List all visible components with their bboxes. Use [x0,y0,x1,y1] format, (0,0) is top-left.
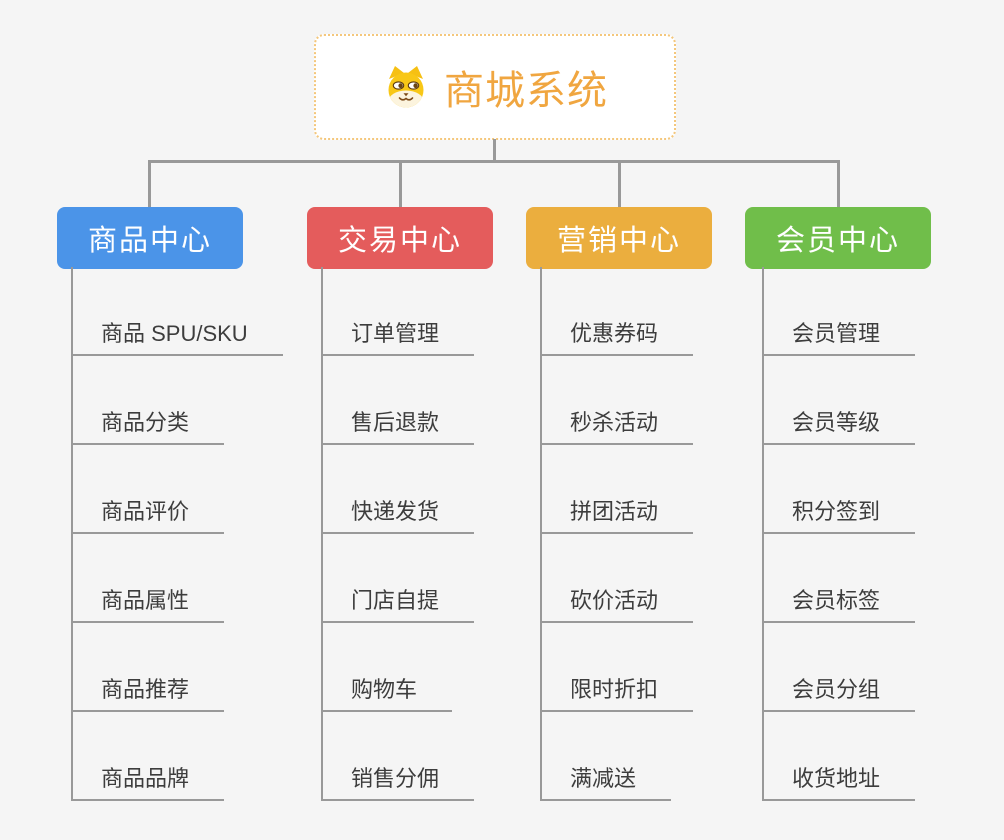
connector-root-stub [493,139,496,162]
connector-stub-4 [837,160,840,208]
leaf-node[interactable]: 商品推荐 [71,677,225,712]
leaf-node[interactable]: 满减送 [540,766,672,801]
leaf-node[interactable]: 商品分类 [71,410,225,445]
leaf-node[interactable]: 商品评价 [71,499,225,534]
branch-node-trade[interactable]: 交易中心 [307,207,493,269]
root-node[interactable]: 商城系统 [314,34,676,140]
leaf-node[interactable]: 快递发货 [321,499,475,534]
leaf-node[interactable]: 销售分佣 [321,766,475,801]
leaf-node[interactable]: 积分签到 [762,499,916,534]
leaf-node[interactable]: 商品属性 [71,588,225,623]
leaf-node[interactable]: 商品 SPU/SKU [71,321,283,356]
leaf-node[interactable]: 会员等级 [762,410,916,445]
leaf-node[interactable]: 砍价活动 [540,588,694,623]
shiba-dog-icon [388,66,424,108]
leaf-node[interactable]: 会员管理 [762,321,916,356]
leaf-node[interactable]: 秒杀活动 [540,410,694,445]
branch-node-members[interactable]: 会员中心 [745,207,931,269]
leaf-node[interactable]: 商品品牌 [71,766,225,801]
leaf-node[interactable]: 购物车 [321,677,453,712]
branch-node-marketing[interactable]: 营销中心 [526,207,712,269]
leaf-node[interactable]: 拼团活动 [540,499,694,534]
root-title: 商城系统 [444,69,608,113]
leaf-node[interactable]: 订单管理 [321,321,475,356]
leaf-node[interactable]: 优惠券码 [540,321,694,356]
connector-rail [149,160,840,163]
leaf-node[interactable]: 售后退款 [321,410,475,445]
leaf-node[interactable]: 收货地址 [762,766,916,801]
trunk-line-products [71,267,73,801]
trunk-line-members [762,267,764,801]
connector-stub-2 [399,160,402,208]
leaf-node[interactable]: 门店自提 [321,588,475,623]
connector-stub-3 [618,160,621,208]
leaf-node[interactable]: 会员标签 [762,588,916,623]
leaf-node[interactable]: 会员分组 [762,677,916,712]
leaf-node[interactable]: 限时折扣 [540,677,694,712]
trunk-line-trade [321,267,323,801]
connector-stub-1 [148,160,151,208]
trunk-line-marketing [540,267,542,801]
branch-node-products[interactable]: 商品中心 [57,207,243,269]
